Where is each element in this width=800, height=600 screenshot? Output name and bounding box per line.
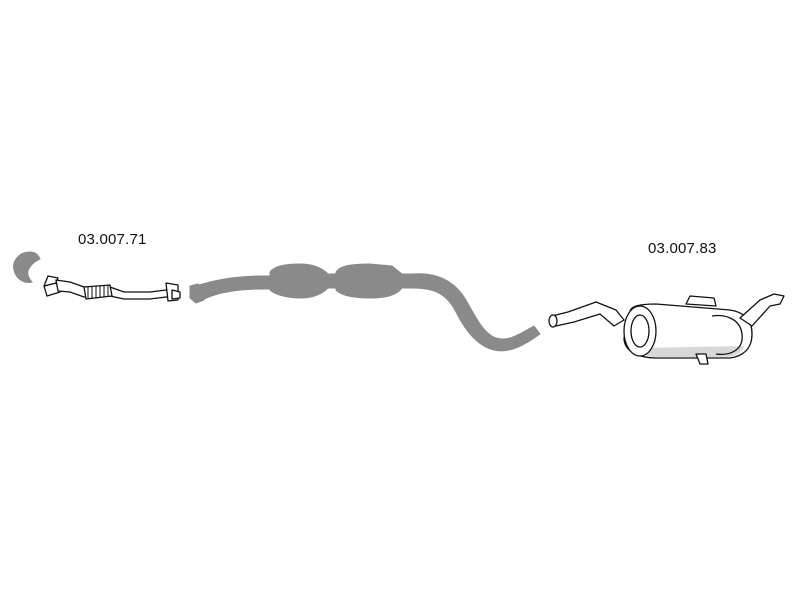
rear-silencer-part-number: 03.007.83 xyxy=(648,240,717,257)
rear-silencer-part xyxy=(548,293,785,365)
middle-pipe-part xyxy=(189,263,541,352)
front-pipe-part-number: 03.007.71 xyxy=(78,231,147,248)
gasket-part xyxy=(13,251,41,283)
front-pipe-part xyxy=(43,275,181,302)
